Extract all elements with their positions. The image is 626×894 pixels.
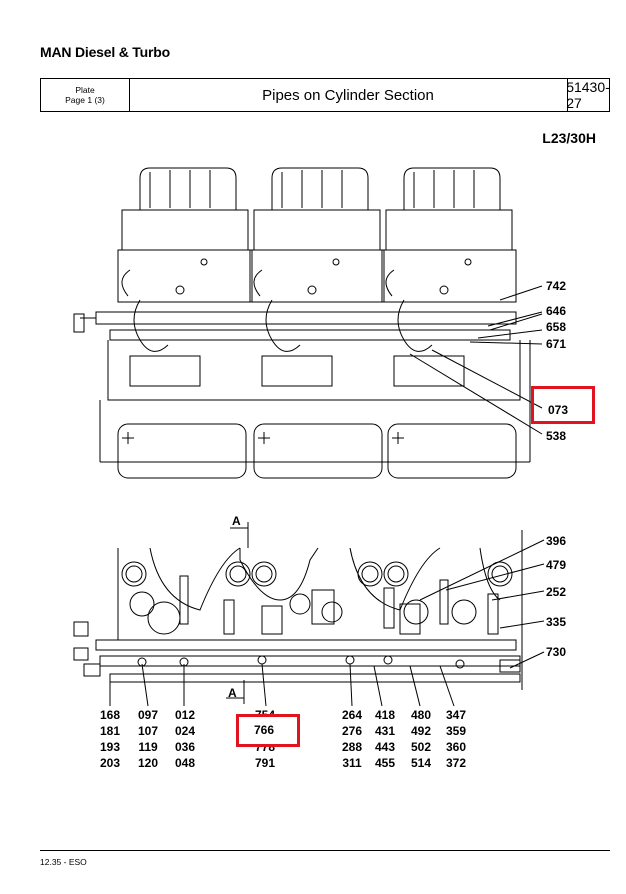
callout-766: 766	[254, 723, 275, 737]
part-number: 514	[410, 756, 432, 770]
part-number: 036	[174, 740, 196, 754]
callout-479: 479	[546, 558, 567, 572]
footer-code: 12.35 - ESO	[40, 857, 87, 867]
callout-671: 671	[546, 337, 567, 351]
callout-073: 073	[548, 403, 569, 417]
cylinder-head-1	[117, 167, 253, 303]
part-column-3: 012 024 036 048	[167, 707, 203, 771]
part-number: 492	[410, 724, 432, 738]
part-number: 107	[137, 724, 159, 738]
part-number: 168	[99, 708, 121, 722]
part-number: 431	[374, 724, 396, 738]
part-number: 311	[342, 756, 362, 770]
part-number: 791	[254, 756, 276, 770]
part-number: 203	[99, 756, 121, 770]
part-number: 418	[374, 708, 396, 722]
part-column-8: 347 359 360 372	[438, 707, 474, 771]
part-number: 097	[137, 708, 159, 722]
brand-name: MAN Diesel & Turbo	[40, 44, 170, 60]
plate-cell: Plate Page 1 (3)	[41, 79, 130, 111]
footer-divider	[40, 850, 610, 851]
page-title: Pipes on Cylinder Section	[129, 79, 568, 111]
callout-252: 252	[546, 585, 567, 599]
highlight-box-766	[236, 714, 300, 747]
part-number: 276	[341, 724, 363, 738]
part-column-2: 097 107 119 120	[130, 707, 166, 771]
page-label: Page 1 (3)	[65, 95, 105, 105]
plate-number: 51430-27	[566, 79, 610, 111]
part-number: 455	[374, 756, 396, 770]
part-number: 359	[445, 724, 467, 738]
part-number: 347	[445, 708, 467, 722]
part-number: 443	[374, 740, 396, 754]
part-number: 120	[137, 756, 159, 770]
part-number: 181	[99, 724, 121, 738]
part-number: 360	[445, 740, 467, 754]
callout-658: 658	[546, 320, 567, 334]
callout-396: 396	[546, 534, 567, 548]
part-number: 024	[174, 724, 196, 738]
highlight-box-073	[531, 386, 595, 424]
callout-742: 742	[546, 279, 567, 293]
part-number: 012	[174, 708, 196, 722]
plate-label: Plate	[75, 85, 95, 95]
callout-335: 335	[546, 615, 567, 629]
section-marker-bottom: A	[228, 686, 237, 700]
part-number: 193	[99, 740, 121, 754]
bottom-engine-view	[73, 522, 545, 707]
part-column-6: 418 431 443 455	[367, 707, 403, 771]
part-number: 119	[138, 740, 158, 754]
part-number: 288	[341, 740, 363, 754]
part-column-1: 168 181 193 203	[92, 707, 128, 771]
section-marker-top: A	[232, 514, 241, 528]
cylinder-head-3	[381, 167, 517, 303]
callout-538: 538	[546, 429, 567, 443]
engine-model: L23/30H	[542, 130, 596, 146]
part-column-5: 264 276 288 311	[334, 707, 370, 771]
part-number: 372	[445, 756, 467, 770]
part-number: 502	[410, 740, 432, 754]
cylinder-head-2	[249, 167, 385, 303]
callout-646: 646	[546, 304, 567, 318]
title-block: Plate Page 1 (3) Pipes on Cylinder Secti…	[40, 78, 610, 112]
part-number: 480	[410, 708, 432, 722]
part-number: 264	[341, 708, 363, 722]
part-number: 048	[174, 756, 196, 770]
part-column-7: 480 492 502 514	[403, 707, 439, 771]
callout-730: 730	[546, 645, 567, 659]
top-engine-view	[73, 167, 543, 479]
